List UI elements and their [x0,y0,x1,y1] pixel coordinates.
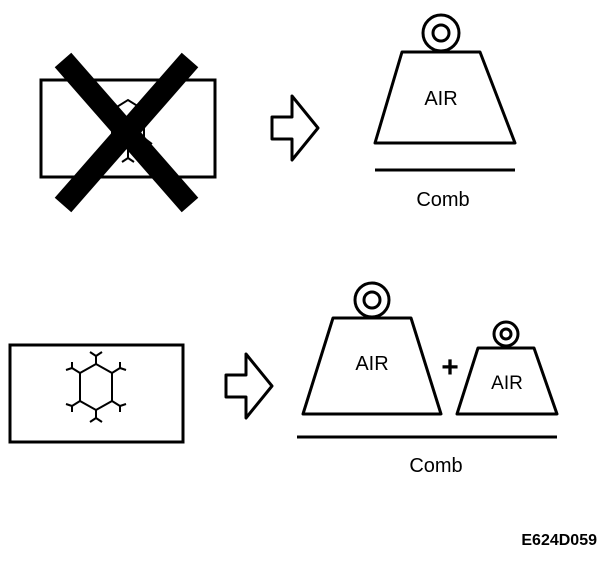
panel-outline [39,78,217,179]
panel-outline [8,343,185,444]
top-base-label: Comb [416,189,469,211]
frost-panel [8,343,185,444]
bottom-weight-large-label: AIR [355,353,388,375]
plus-sign: + [441,351,459,384]
arrow-right-icon [270,94,320,162]
bottom-weight-small-label: AIR [491,373,523,394]
crossed-out-panel-icon [39,52,217,213]
top-weight-label: AIR [424,88,457,110]
figure-code: E624D059 [521,532,597,549]
weight-icon [373,13,517,145]
weight-icon [455,320,559,416]
bottom-base-label: Comb [409,455,462,477]
weight-icon [301,281,443,416]
cross-stroke-2 [54,52,199,213]
arrow-right-icon [224,352,274,420]
snowflake-icon [65,351,127,423]
